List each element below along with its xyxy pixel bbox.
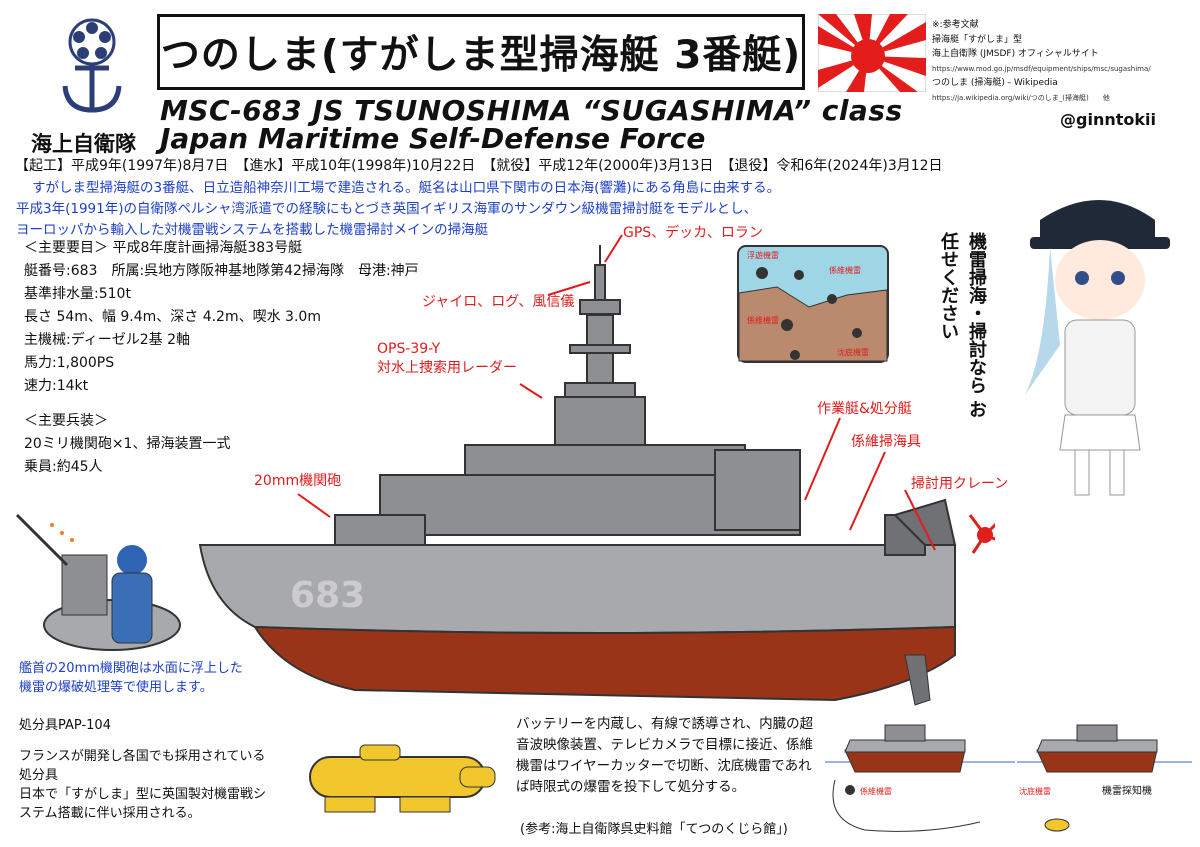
- references-url2: https://ja.wikipedia.org/wiki/つのしま_(掃海艇)…: [932, 93, 1110, 102]
- pap-section: 処分具PAP-104 フランスが開発し各国でも採用されている 処分具 日本で「す…: [19, 716, 266, 823]
- callout-gyro: ジャイロ、ログ、風信儀: [422, 294, 575, 310]
- gun-note: 艦首の20mm機関砲は水面に浮上した 機雷の爆破処理等で使用します。: [19, 659, 243, 697]
- references-url1: https://www.mod.go.jp/msdf/equipment/shi…: [932, 64, 1151, 73]
- callout-radar-model: OPS-39-Y: [377, 341, 441, 357]
- callout-moored-gear: 係維掃海具: [851, 434, 921, 450]
- gun-note-line: 艦首の20mm機関砲は水面に浮上した: [19, 661, 243, 676]
- mine-label-bottom: 沈底機雷: [837, 347, 869, 357]
- gun-note-line: 機雷の爆破処理等で使用します。: [19, 680, 213, 695]
- battery-line: ば時限式の爆雷を投下して処分する。: [516, 779, 746, 795]
- pap-line: ステム搭載に伴い採用される。: [19, 806, 201, 821]
- pap-line: 処分具: [19, 768, 59, 783]
- pap-title: 処分具PAP-104: [19, 718, 111, 733]
- callout-crane: 掃討用クレーン: [911, 476, 1009, 492]
- spec-item: 馬力:1,800PS: [24, 355, 115, 371]
- mine-label-floating: 浮遊機雷: [747, 250, 779, 260]
- armament-item: 乗員:約45人: [24, 459, 103, 475]
- mine-label-moored2: 係維機雷: [747, 315, 779, 325]
- character-illustration: [1025, 200, 1170, 496]
- description: すがしま型掃海艇の3番艇、日立造船神奈川工場で建造される。艇名は山口県下関市の日…: [16, 178, 780, 241]
- callout-radar: OPS-39-Y 対水上捜索用レーダー: [377, 340, 517, 378]
- ship-illustration: 683: [198, 245, 995, 706]
- armament-item: ＜主要兵装＞: [24, 413, 108, 429]
- hull-number: 683: [290, 575, 365, 616]
- mine-label-moored1: 係維機雷: [829, 265, 861, 275]
- scene-moored-mine: 係維機雷: [825, 724, 1015, 832]
- callout-radar-desc: 対水上捜索用レーダー: [377, 360, 517, 376]
- callout-boat: 作業艇&処分艇: [817, 401, 912, 417]
- pap-line: フランスが開発し各国でも採用されている: [19, 749, 266, 764]
- pap-104-illustration: [309, 744, 496, 813]
- references: ※:参考文献 掃海艇「すがしま」型 海上自衛隊 (JMSDF) オフィシャルサイ…: [932, 18, 1192, 105]
- description-line: ヨーロッパから輸入した対機雷戦システムを搭載した機雷掃討メインの掃海艇: [16, 222, 489, 238]
- armament-item: 20ミリ機関砲×1、掃海装置一式: [24, 436, 231, 452]
- callout-gun: 20mm機関砲: [254, 473, 342, 489]
- ship-subtitle: MSC-683 JS TSUNOSHIMA “SUGASHIMA” class: [160, 94, 903, 127]
- jmsdf-emblem: [62, 18, 122, 113]
- scene-label-moored: 係維機雷: [860, 786, 892, 796]
- references-line2: 海上自衛隊 (JMSDF) オフィシャルサイト: [932, 49, 1099, 59]
- references-heading: ※:参考文献: [932, 20, 979, 30]
- callout-gps: GPS、デッカ、ロラン: [623, 225, 763, 241]
- spec-item: 基準排水量:510t: [24, 286, 131, 302]
- org-english: Japan Maritime Self-Defense Force: [160, 122, 706, 155]
- spec-item: 主機械:ディーゼル2基 2軸: [24, 332, 191, 348]
- battery-line: 機雷はワイヤーカッターで切断、沈底機雷であれ: [516, 758, 812, 774]
- speech-line-1: 機雷掃海・掃討なら: [966, 232, 987, 394]
- scene-bottom-mine: 沈底機雷 機雷探知機: [1017, 724, 1192, 832]
- mine-diagram: 浮遊機雷 係維機雷 係維機雷 沈底機雷: [737, 245, 889, 363]
- rising-sun-flag: [818, 14, 926, 92]
- twitter-handle: @ginntokii: [1060, 110, 1156, 129]
- references-line1: 掃海艇「すがしま」型: [932, 34, 1023, 45]
- speech-text: 機雷掃海・掃討なら お任せください: [934, 232, 990, 422]
- source-note: (参考:海上自衛隊呉史料館「てつのくじら館」): [520, 822, 788, 837]
- description-line: 平成3年(1991年)の自衛隊ペルシャ湾派遣での経験にもとづき英国イギリス海軍の…: [16, 201, 758, 217]
- specs-list: ＜主要要目＞ 平成8年度計画掃海艇383号艇 艇番号:683 所属:呉地方隊阪神…: [24, 237, 419, 479]
- service-dates: 【起工】平成9年(1997年)8月7日 【進水】平成10年(1998年)10月2…: [15, 158, 943, 174]
- scene-label-detect: 機雷探知機: [1102, 784, 1152, 797]
- spec-item: 速力:14kt: [24, 378, 89, 394]
- spec-item: ＜主要要目＞ 平成8年度計画掃海艇383号艇: [24, 240, 303, 256]
- speech-line-2: お任せください: [938, 232, 987, 419]
- scene-label-bottom: 沈底機雷: [1019, 786, 1051, 796]
- gun-illustration: [15, 513, 181, 651]
- page-title: つのしま(すがしま型掃海艇 3番艇): [157, 14, 805, 90]
- pap-line: 日本で「すがしま」型に英国製対機雷戦シ: [19, 787, 267, 802]
- battery-line: 音波映像装置、テレビカメラで目標に接近、係維: [516, 737, 813, 753]
- references-line3: つのしま (掃海艇) - Wikipedia: [932, 78, 1058, 88]
- description-line: すがしま型掃海艇の3番艇、日立造船神奈川工場で建造される。艇名は山口県下関市の日…: [32, 180, 781, 196]
- battery-line: バッテリーを内蔵し、有線で誘導され、内臓の超: [516, 716, 814, 732]
- battery-description: バッテリーを内蔵し、有線で誘導され、内臓の超 音波映像装置、テレビカメラで目標に…: [516, 714, 813, 798]
- spec-item: 長さ 54m、幅 9.4m、深さ 4.2m、喫水 3.0m: [24, 309, 321, 325]
- spec-item: 艇番号:683 所属:呉地方隊阪神基地隊第42掃海隊 母港:神戸: [24, 263, 419, 279]
- org-japanese: 海上自衛隊: [31, 132, 136, 156]
